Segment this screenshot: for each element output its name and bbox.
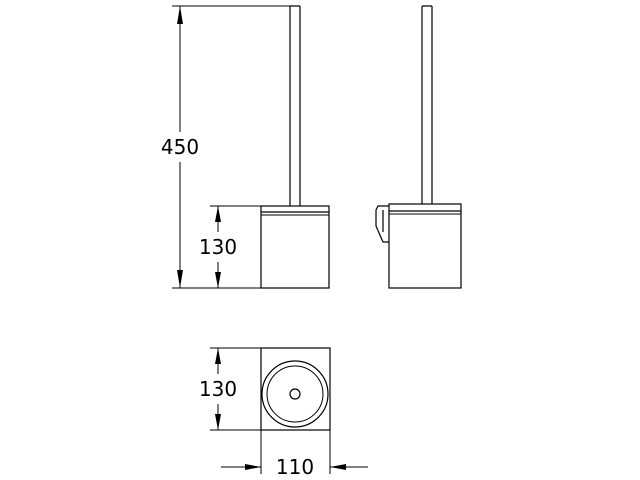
top-view <box>260 347 331 431</box>
dimension-top-view-width: 110 <box>221 430 368 479</box>
dimension-label-top-view-depth: 130 <box>199 377 237 401</box>
dimension-holder-height: 130 <box>199 205 261 288</box>
side-view-holder-body <box>388 203 462 289</box>
top-view-brush-hole <box>289 388 301 400</box>
front-view-brush-handle <box>289 5 301 206</box>
side-view <box>375 5 462 289</box>
dimension-overall-height: 450 <box>161 5 290 289</box>
dimension-top-view-depth: 130 <box>199 347 261 431</box>
side-view-brush-handle <box>421 5 433 204</box>
dimension-label-top-view-width: 110 <box>276 455 314 479</box>
front-view-holder-body <box>260 205 330 289</box>
dimension-label-overall-height: 450 <box>161 135 199 159</box>
dimension-label-holder-height: 130 <box>199 235 237 259</box>
top-view-holder-outline <box>260 347 331 431</box>
front-view <box>260 5 330 289</box>
top-view-outer-ring <box>261 360 329 428</box>
top-view-inner-ring <box>266 365 324 423</box>
side-view-wall-bracket <box>375 205 389 243</box>
